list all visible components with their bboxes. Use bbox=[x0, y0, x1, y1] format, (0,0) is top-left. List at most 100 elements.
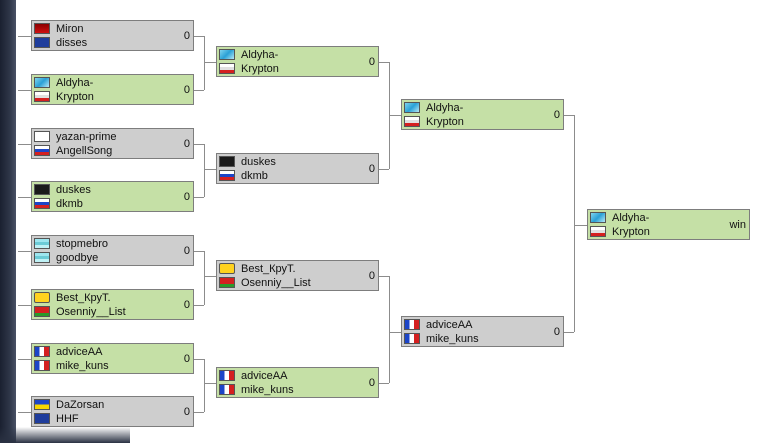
connector-line bbox=[379, 382, 389, 384]
connector-line bbox=[25, 89, 31, 91]
match-box[interactable]: Best_КруТ.Osenniy__List 0 bbox=[216, 260, 379, 291]
player-entry[interactable]: goodbye bbox=[34, 251, 98, 265]
player-name: Krypton bbox=[56, 91, 94, 103]
window-edge-bottom bbox=[0, 427, 130, 443]
fr-flag-icon bbox=[34, 346, 50, 357]
player-entry[interactable]: Aldyha- bbox=[219, 48, 278, 62]
player-entry[interactable]: duskes bbox=[34, 183, 91, 197]
player-name: mike_kuns bbox=[56, 360, 109, 372]
player-entry[interactable]: AngellSong bbox=[34, 144, 112, 158]
player-name: Aldyha- bbox=[56, 77, 94, 89]
player-entry[interactable]: adviceAA bbox=[404, 318, 472, 332]
player-entry[interactable]: disses bbox=[34, 36, 87, 50]
player-entry[interactable]: Osenniy__List bbox=[219, 276, 311, 290]
match-score: 0 bbox=[368, 270, 375, 282]
player-name: adviceAA bbox=[241, 370, 288, 382]
player-name: mike_kuns bbox=[426, 333, 479, 345]
connector-line bbox=[210, 275, 216, 277]
player-entry[interactable]: dkmb bbox=[34, 197, 83, 211]
player-entry[interactable]: Aldyha- bbox=[34, 76, 93, 90]
player-name: Krypton bbox=[241, 63, 279, 75]
player-entry[interactable]: Aldyha- bbox=[404, 101, 463, 115]
player-entry[interactable]: DaZorsan bbox=[34, 398, 104, 412]
match-score: 0 bbox=[183, 138, 190, 150]
connector-line bbox=[18, 411, 25, 413]
player-name: duskes bbox=[56, 184, 91, 196]
player-entry[interactable]: adviceAA bbox=[219, 369, 287, 383]
player-entry[interactable]: Best_КруТ. bbox=[219, 262, 296, 276]
connector-line bbox=[395, 114, 401, 116]
player-name: disses bbox=[56, 37, 88, 49]
connector-line bbox=[25, 35, 31, 37]
player-entry[interactable]: dkmb bbox=[219, 169, 268, 183]
connector-line bbox=[194, 196, 204, 198]
player-entry[interactable]: mike_kuns bbox=[404, 332, 479, 346]
connector-line bbox=[194, 304, 204, 306]
connector-line bbox=[204, 143, 205, 197]
match-box[interactable]: duskes dkmb 0 bbox=[31, 181, 194, 212]
match-score: 0 bbox=[368, 163, 375, 175]
player-entry[interactable]: Best_КруТ. bbox=[34, 291, 111, 305]
connector-line bbox=[25, 304, 31, 306]
player-entry[interactable]: adviceAA bbox=[34, 345, 102, 359]
player-entry[interactable]: yazan-prime bbox=[34, 130, 117, 144]
red-flag-icon bbox=[34, 23, 50, 34]
player-name: yazan-prime bbox=[56, 131, 117, 143]
match-score: 0 bbox=[368, 377, 375, 389]
player-entry[interactable]: mike_kuns bbox=[34, 359, 109, 373]
fr-flag-icon bbox=[404, 319, 420, 330]
match-score: 0 bbox=[183, 191, 190, 203]
match-box[interactable]: Aldyha-Krypton win bbox=[587, 209, 750, 240]
sky-flag-icon bbox=[219, 49, 235, 60]
player-name: Miron bbox=[56, 23, 84, 35]
pirate-flag-icon bbox=[219, 156, 235, 167]
player-name: DaZorsan bbox=[56, 399, 105, 411]
connector-line bbox=[204, 35, 205, 90]
player-entry[interactable]: Miron bbox=[34, 22, 84, 36]
fr-flag-icon bbox=[404, 333, 420, 344]
connector-line bbox=[564, 114, 574, 116]
player-name: duskes bbox=[241, 156, 276, 168]
player-entry[interactable]: Krypton bbox=[590, 225, 650, 239]
player-name: dkmb bbox=[56, 198, 83, 210]
connector-line bbox=[25, 143, 31, 145]
connector-line bbox=[25, 411, 31, 413]
player-entry[interactable]: Krypton bbox=[34, 90, 94, 104]
connector-line bbox=[18, 250, 25, 252]
player-entry[interactable]: Krypton bbox=[219, 62, 279, 76]
connector-line bbox=[379, 61, 389, 63]
player-name: Aldyha- bbox=[612, 212, 650, 224]
player-name: Aldyha- bbox=[426, 102, 464, 114]
player-entry[interactable]: Aldyha- bbox=[590, 211, 649, 225]
kaz-flag-icon bbox=[34, 238, 50, 249]
player-name: Osenniy__List bbox=[56, 306, 126, 318]
player-name: Best_КруТ. bbox=[56, 292, 111, 304]
connector-line bbox=[194, 358, 204, 360]
kaz-flag-icon bbox=[34, 252, 50, 263]
player-name: Aldyha- bbox=[241, 49, 279, 61]
player-entry[interactable]: Krypton bbox=[404, 115, 464, 129]
match-score: win bbox=[729, 219, 746, 231]
player-name: stopmebro bbox=[56, 238, 108, 250]
connector-line bbox=[379, 275, 389, 277]
player-name: AngellSong bbox=[56, 145, 113, 157]
player-entry[interactable]: HHF bbox=[34, 412, 79, 426]
player-entry[interactable]: stopmebro bbox=[34, 237, 108, 251]
blr-flag-icon bbox=[34, 306, 50, 317]
player-entry[interactable]: Osenniy__List bbox=[34, 305, 126, 319]
player-entry[interactable]: duskes bbox=[219, 155, 276, 169]
player-entry[interactable]: mike_kuns bbox=[219, 383, 294, 397]
player-name: HHF bbox=[56, 413, 79, 425]
